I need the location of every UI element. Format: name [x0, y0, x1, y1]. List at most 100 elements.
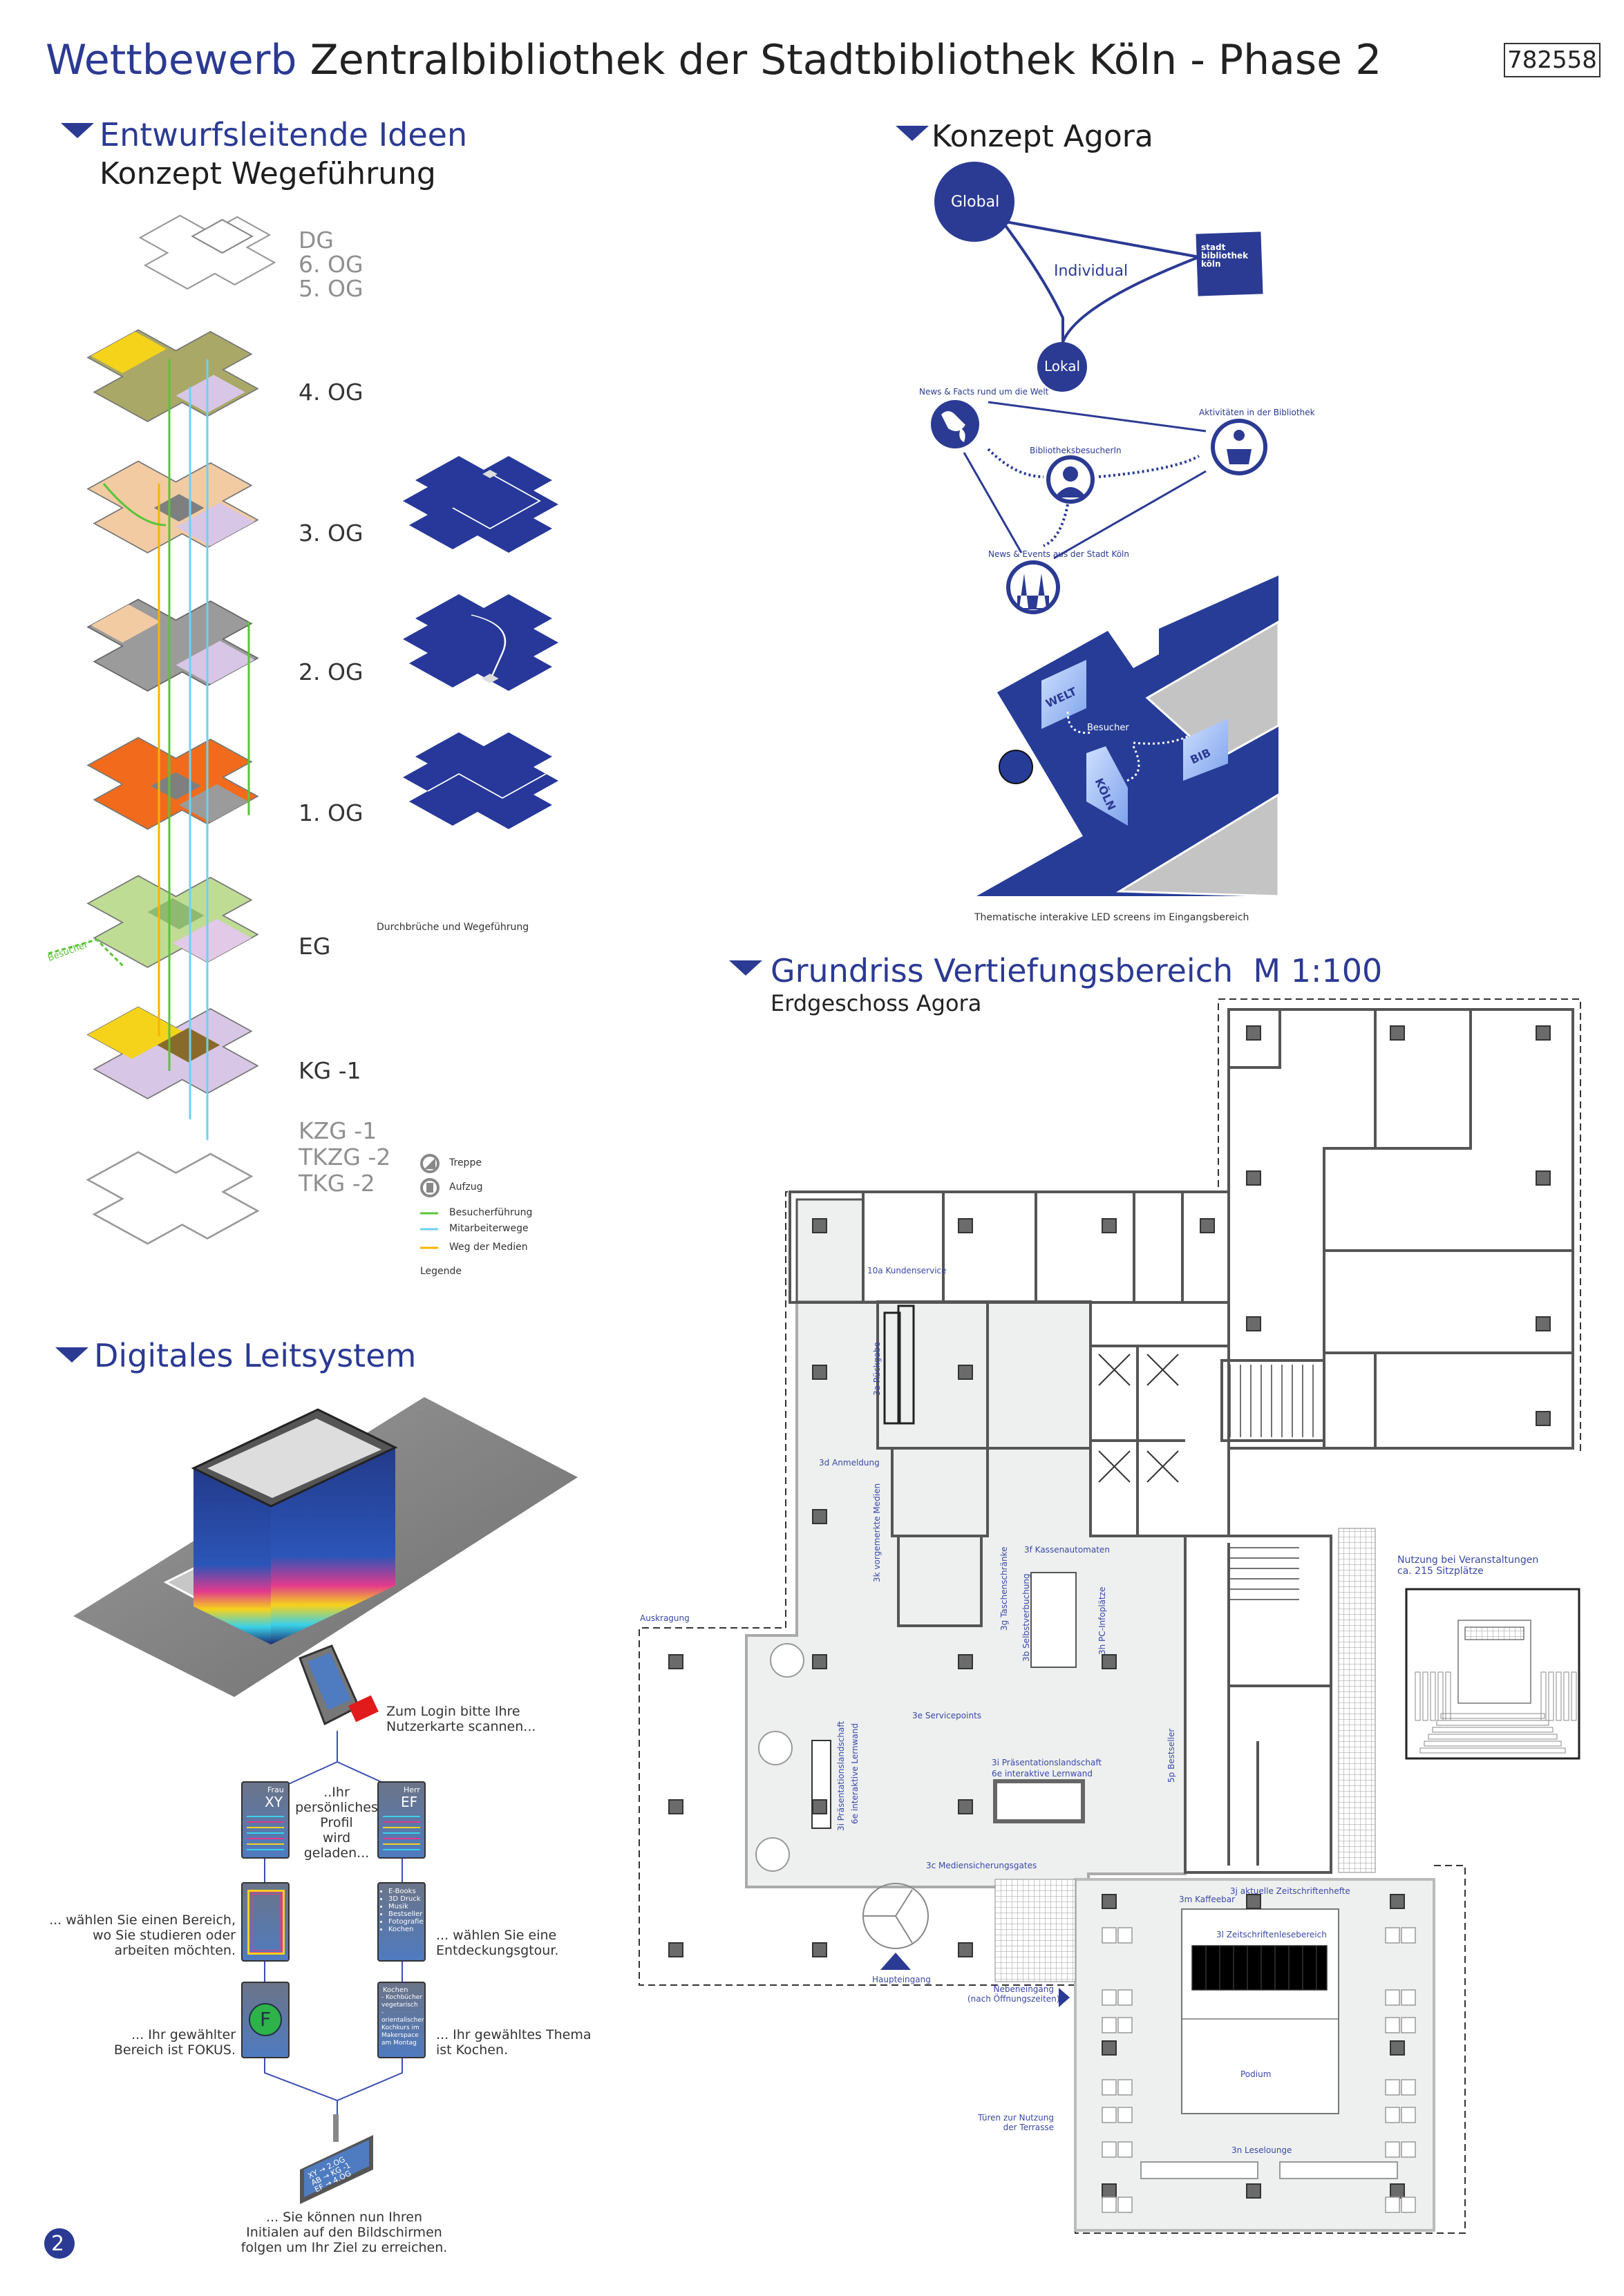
card-initials: XY [265, 1794, 283, 1810]
room-label: 6e interaktive Lernwand [992, 1769, 1093, 1778]
area-selection-card[interactable] [241, 1882, 290, 1962]
floor-label: DG [299, 227, 334, 254]
text-line: geladen... [303, 1846, 370, 1861]
led-screen-welt [1041, 660, 1086, 729]
tour-item[interactable]: 3D Druck [388, 1895, 424, 1903]
floor-label: KZG -1 [299, 1117, 377, 1144]
text-line: wo Sie studieren oder [92, 1928, 236, 1943]
tour-item[interactable]: E-Books [388, 1888, 424, 1895]
text-line: ist Kochen. [436, 2042, 509, 2058]
column [1246, 1894, 1261, 1909]
armchair [1385, 2141, 1400, 2158]
tour-item[interactable]: Bestseller [388, 1910, 424, 1918]
floor-label: 4. OG [299, 379, 363, 406]
library-logo-text: stadt bibliothek köln [1201, 243, 1249, 269]
text-line: arbeiten möchten. [114, 1943, 236, 1958]
section-heading-ideas: Entwurfsleitende Ideen [100, 116, 468, 153]
legend-label: Besucherführung [449, 1207, 533, 1218]
text-line: ... Sie können nun Ihren [266, 2210, 422, 2225]
room-label: 3l Zeitschriftenlesebereich [1216, 1930, 1327, 1939]
floor-label: EG [299, 933, 331, 960]
card-salutation: Frau [267, 1785, 284, 1794]
presentation-desk-right [993, 1779, 1085, 1823]
legend-title: Legende [420, 1266, 462, 1277]
column [1102, 2040, 1117, 2056]
text-line: Initialen auf den Bildschirmen [246, 2225, 442, 2240]
column [668, 1942, 683, 1957]
text-line: Bereich ist FOKUS. [113, 2042, 236, 2058]
page-number: 2 [51, 2232, 65, 2256]
seat-row [1419, 1747, 1566, 1754]
floor-stack [48, 199, 299, 1259]
entry-id: 782558 [1504, 43, 1601, 77]
hallway-monitor [300, 2114, 373, 2204]
armchair [1385, 2197, 1400, 2213]
puzzle-floor-upper [372, 442, 596, 567]
side-entrance-arrow [1059, 1988, 1070, 2007]
armchair [1401, 1989, 1416, 2006]
room-label: 5p Bestseller [1167, 1728, 1176, 1783]
floor-label: TKZG -2 [299, 1144, 391, 1170]
seat-column [1415, 1671, 1421, 1721]
title-prefix: Wettbewerb [46, 36, 297, 84]
column [1102, 2183, 1117, 2199]
seat-row [1432, 1727, 1554, 1733]
topic-line: Makerspace [381, 2032, 419, 2039]
column [1536, 1025, 1551, 1041]
tour-item[interactable]: Musik [388, 1903, 424, 1910]
seat-column [1556, 1671, 1562, 1721]
section-heading-floorplan: Grundriss Vertiefungsbereich M 1:100 [771, 952, 1382, 989]
activities-label: Aktivitäten in der Bibliothek [1199, 408, 1315, 417]
kundenservice-room [795, 1198, 865, 1303]
tour-item[interactable]: Kochen [388, 1926, 424, 1933]
breakthrough-caption: Durchbrüche und Wegeführung [377, 922, 529, 933]
text-line: Profil [320, 1815, 353, 1830]
lokal-label: Lokal [1044, 358, 1081, 374]
column [1102, 1654, 1117, 1669]
armchair [1102, 1989, 1117, 2006]
legend-label: Aufzug [449, 1182, 483, 1193]
column [812, 1799, 827, 1814]
walls [789, 1008, 1574, 1874]
section-marker-icon [729, 960, 762, 976]
library-logo [1196, 231, 1263, 296]
seat-row [1436, 1720, 1549, 1726]
armchair [1102, 2197, 1117, 2213]
cathedral-icon [1006, 560, 1060, 614]
side-entrance-line: (nach Öffnungszeiten) [967, 1994, 1060, 2004]
event-seating-plan [1405, 1588, 1580, 1760]
tour-selection-card[interactable]: E-Books3D DruckMusikBestsellerFotografie… [377, 1882, 426, 1962]
armchair [1117, 2017, 1133, 2033]
floor-kzg [58, 1132, 287, 1259]
poster-title: Wettbewerb Zentralbibliothek der Stadtbi… [46, 36, 1381, 84]
room-label: Podium [1240, 2069, 1272, 2079]
floor-1og [58, 717, 287, 844]
floorplan-title: Grundriss Vertiefungsbereich [771, 952, 1234, 989]
armchair [1385, 2017, 1400, 2033]
armchair [1401, 2017, 1416, 2033]
tour-item[interactable]: Fotografie [388, 1918, 424, 1926]
seat-column [1430, 1671, 1436, 1721]
column [1246, 1316, 1261, 1331]
column [1102, 1218, 1117, 1233]
column [668, 1654, 683, 1669]
armchair [1385, 2107, 1400, 2123]
column [1536, 1316, 1551, 1331]
terrace-grating [1338, 1528, 1376, 1873]
topic-line: vegetarisch [381, 2002, 418, 2009]
card-salutation: Herr [404, 1785, 420, 1794]
city-news-label: News & Events aus der Stadt Köln [988, 549, 1129, 559]
column [1200, 1218, 1215, 1233]
column [1102, 1894, 1117, 1909]
topic-line: Kochkurs im [381, 2024, 419, 2031]
stairs [1229, 1365, 1314, 1600]
column [1390, 2040, 1405, 2056]
column [1246, 1170, 1261, 1186]
room-label: 3k vorgemerkte Medien [872, 1483, 882, 1582]
floor-2og [58, 579, 287, 706]
floor-label: 6. OG [299, 251, 363, 278]
lounge-seats [1102, 1927, 1416, 2213]
text-line: folgen um Ihr Ziel zu erreichen. [240, 2240, 448, 2255]
world-news-label: News & Facts rund um die Welt [919, 387, 1049, 397]
